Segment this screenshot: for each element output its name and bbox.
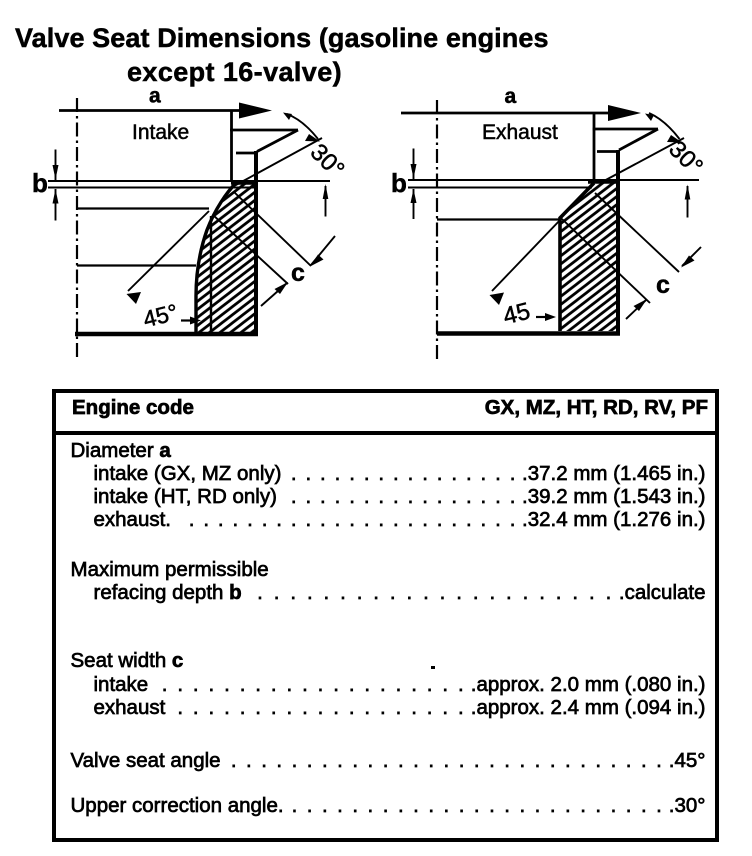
svg-text:b: b <box>391 168 407 198</box>
svg-text:Exhaust: Exhaust <box>482 121 558 144</box>
svg-text:45°: 45° <box>140 299 180 333</box>
svg-text:b: b <box>32 168 48 198</box>
svg-text:a: a <box>505 85 517 108</box>
svg-text:45: 45 <box>500 298 532 331</box>
svg-text:30°: 30° <box>663 136 708 181</box>
svg-text:a: a <box>149 85 161 108</box>
svg-text:Intake: Intake <box>132 121 189 144</box>
svg-text:30°: 30° <box>305 139 350 184</box>
svg-text:c: c <box>656 271 670 299</box>
svg-text:c: c <box>291 259 305 287</box>
